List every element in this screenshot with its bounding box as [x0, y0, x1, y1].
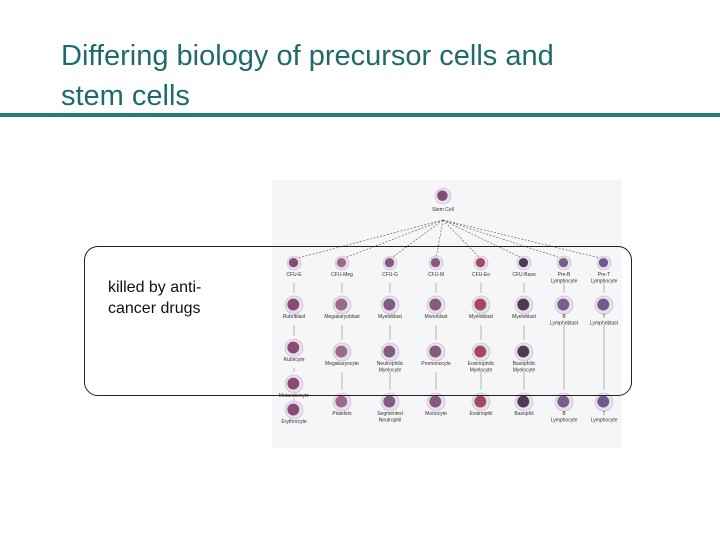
cell-label: Eosinophil — [469, 411, 492, 417]
cell-label: B — [562, 411, 566, 417]
cell-nucleus — [597, 298, 610, 311]
cell-label: CFU-Meg — [331, 272, 353, 278]
cell-label: Lymphocyte — [591, 418, 618, 424]
cell-label: Pre-B — [558, 272, 571, 278]
cell-nucleus — [429, 395, 442, 408]
cell-nucleus — [558, 258, 569, 268]
cell-label: CFU-G — [382, 272, 398, 278]
cell-nucleus — [429, 298, 442, 311]
lineage-dashed-line — [341, 219, 444, 260]
cell-nucleus — [336, 258, 347, 268]
cell-nucleus — [474, 298, 487, 311]
cell-nucleus — [517, 395, 530, 408]
cell-label: Lymphoblast — [550, 321, 579, 327]
cell-label: CFU-E — [286, 272, 302, 278]
cell-nucleus — [597, 395, 610, 408]
cell-label: Metarubricyte — [279, 393, 310, 399]
cell-label: Myeloblast — [378, 314, 403, 320]
cell-nucleus — [335, 345, 348, 358]
title-divider — [0, 113, 720, 117]
cell-label: Basophil — [514, 411, 533, 417]
cell-label: Lymphocyte — [591, 279, 618, 285]
cell-nucleus — [287, 403, 300, 416]
cell-nucleus — [288, 258, 299, 268]
cell-label: CFU-M — [428, 272, 444, 278]
cell-label: Eosinophilic — [468, 361, 495, 367]
cell-nucleus — [384, 258, 395, 268]
cell-label: Myelocyte — [513, 368, 536, 374]
cell-label: Rubriblast — [283, 314, 306, 320]
cell-label: Neutrophil — [379, 418, 402, 424]
cell-label: Neutrophilic — [377, 361, 404, 367]
cell-label: Lymphocyte — [551, 279, 578, 285]
cell-nucleus — [287, 298, 300, 311]
lineage-dashed-line — [293, 219, 444, 260]
cell-nucleus — [383, 298, 396, 311]
cell-nucleus — [335, 298, 348, 311]
cell-nucleus — [557, 395, 570, 408]
cell-nucleus — [287, 341, 300, 354]
precursor-callout-box — [84, 246, 632, 396]
cell-nucleus — [383, 345, 396, 358]
lineage-dashed-line — [389, 219, 444, 260]
cell-label: Myeloblast — [512, 314, 537, 320]
cell-label: Basophilic — [513, 361, 536, 367]
cell-label: Myelocyte — [470, 368, 493, 374]
lineage-dashed-line — [442, 219, 525, 260]
cell-nucleus — [335, 395, 348, 408]
cell-label: Monocyte — [425, 411, 447, 417]
lineage-dashed-line — [442, 219, 605, 260]
cell-nucleus — [474, 395, 487, 408]
cell-nucleus — [429, 345, 442, 358]
cell-label: Lymphoblast — [590, 321, 619, 327]
cell-nucleus — [474, 345, 487, 358]
cell-nucleus — [383, 395, 396, 408]
cell-nucleus — [598, 258, 609, 268]
stem-cell-label: Stem Cell — [432, 207, 454, 213]
cell-nucleus — [475, 258, 486, 268]
lineage-dashed-line — [435, 219, 444, 260]
cell-label: Rubricyte — [283, 357, 304, 363]
cell-label: T — [602, 314, 605, 320]
cell-label: Myeloblast — [469, 314, 494, 320]
cell-label: B — [562, 314, 566, 320]
cell-nucleus — [557, 298, 570, 311]
cell-label: Pre-T — [598, 272, 611, 278]
cell-nucleus — [518, 258, 529, 268]
cell-label: Megakaryocyte — [325, 361, 359, 367]
cell-label: CFU-Baso — [512, 272, 536, 278]
stem-cell-nucleus — [437, 190, 448, 201]
cell-nucleus — [517, 345, 530, 358]
cell-label: CFU-Eo — [472, 272, 490, 278]
slide-title: Differing biology of precursor cells and… — [61, 40, 554, 112]
cell-nucleus — [430, 258, 441, 268]
cell-label: Promonocyte — [421, 361, 451, 367]
lineage-dashed-line — [442, 219, 565, 260]
cell-label: Megakaryoblast — [324, 314, 360, 320]
cell-label: Erythrocyte — [281, 419, 307, 425]
cell-nucleus — [287, 377, 300, 390]
cell-label: Segmented — [377, 411, 403, 417]
cell-label: Platelets — [332, 411, 352, 417]
cell-label: Lymphocyte — [551, 418, 578, 424]
cell-label: T — [602, 411, 605, 417]
cell-label: Myelocyte — [379, 368, 402, 374]
callout-text: killed by anti- cancer drugs — [108, 279, 202, 317]
cell-nucleus — [517, 298, 530, 311]
cell-label: Monoblast — [424, 314, 448, 320]
